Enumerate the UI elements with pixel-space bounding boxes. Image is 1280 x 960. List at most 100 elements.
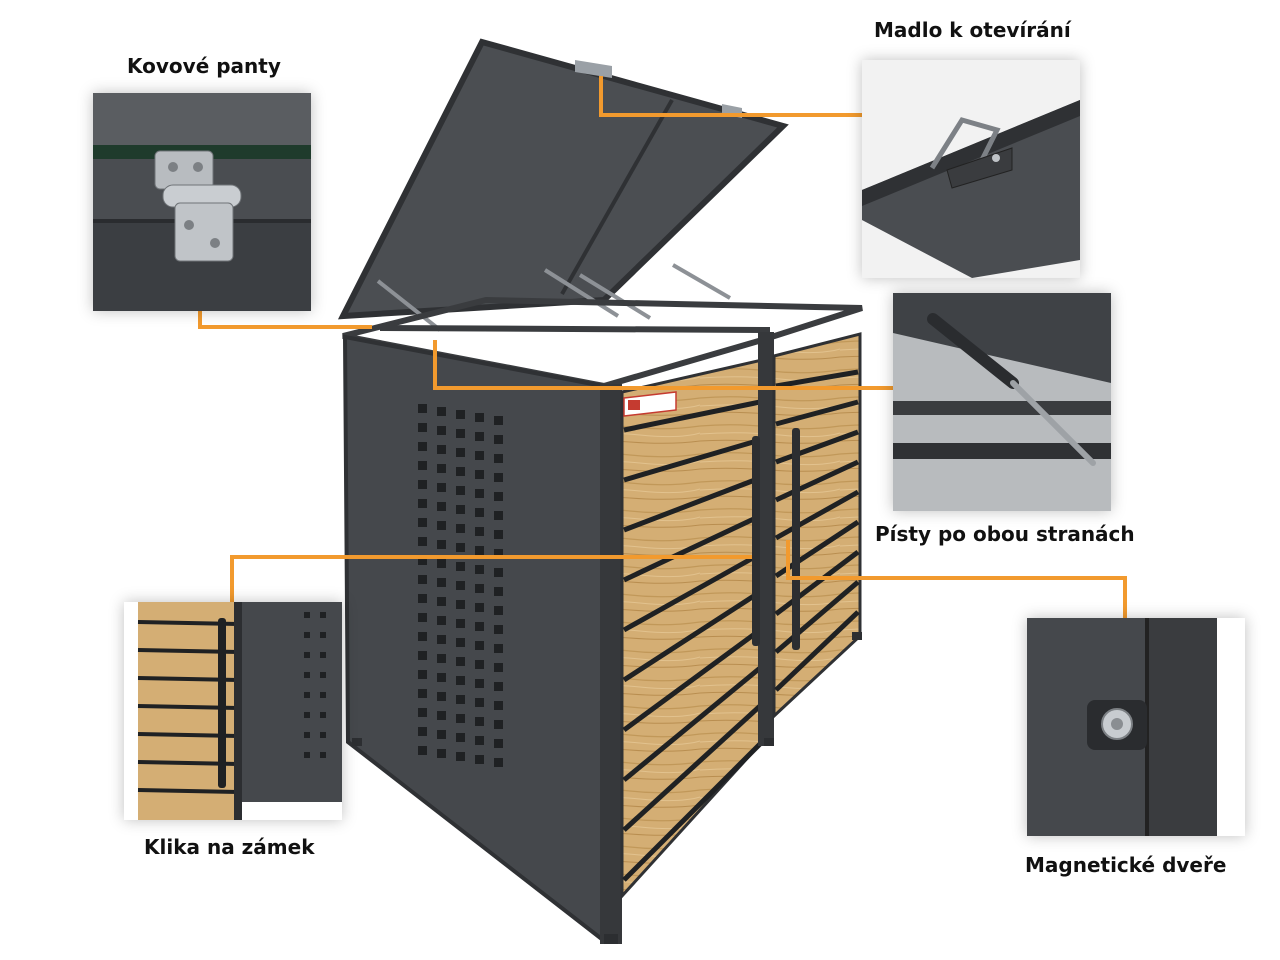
perforation-hole (494, 454, 503, 463)
inset-handle (862, 60, 1080, 278)
perforation-hole (418, 651, 427, 660)
inset-hinges (93, 93, 311, 311)
perforation-hole (456, 695, 465, 704)
perforation-hole (494, 720, 503, 729)
door-slat-gap (774, 459, 860, 503)
perforation-hole (437, 483, 446, 492)
label-hinges: Kovové panty (127, 54, 281, 78)
perforation-hole (456, 752, 465, 761)
perforation-hole (475, 489, 484, 498)
perforation-hole (475, 698, 484, 707)
lock-handle-icon (218, 618, 226, 788)
perforation-hole (456, 410, 465, 419)
perforation-hole (494, 568, 503, 577)
left-door-slats (622, 399, 762, 882)
inset-pistons (893, 293, 1111, 511)
perforation-hole (456, 486, 465, 495)
perforation-hole (437, 692, 446, 701)
perforation-hole (494, 758, 503, 767)
handle-icon (929, 117, 1013, 189)
right-door-slats (774, 369, 860, 692)
perforation-hole (418, 727, 427, 736)
perforation-hole (418, 670, 427, 679)
perforation-hole (456, 429, 465, 438)
front-corner-post (600, 384, 622, 944)
perforation-hole (494, 473, 503, 482)
perforation-hole (475, 470, 484, 479)
perforation-hole (437, 673, 446, 682)
perforation-hole (456, 505, 465, 514)
door-handle-left (752, 436, 760, 646)
door-slat-gap (622, 666, 762, 782)
perforation-hole (437, 559, 446, 568)
label-pistons: Písty po obou stranách (875, 522, 1135, 546)
perforation-hole (437, 597, 446, 606)
perforation-hole (494, 530, 503, 539)
door-slat-gap (774, 610, 860, 692)
door-slat-gap (774, 489, 860, 541)
perforation-hole (418, 423, 427, 432)
right-door (772, 332, 862, 720)
perforation-hole (437, 445, 446, 454)
side-panel-perforation (418, 404, 503, 767)
perforation-hole (418, 556, 427, 565)
perforation-hole (456, 543, 465, 552)
perforation-hole (418, 499, 427, 508)
door-slat-gap (623, 475, 761, 533)
perforation-hole (418, 708, 427, 717)
perforation-hole (475, 660, 484, 669)
perforation-hole (437, 749, 446, 758)
middle-post (758, 332, 774, 746)
perforation-hole (456, 638, 465, 647)
perforation-hole (494, 663, 503, 672)
perforation-hole (494, 701, 503, 710)
perforation-hole (418, 461, 427, 470)
hinge-icon (154, 150, 242, 262)
leader-handle (599, 76, 943, 117)
door-slat-gap (622, 704, 762, 832)
perforation-hole (437, 616, 446, 625)
perforation-hole (456, 714, 465, 723)
perforation-hole (494, 625, 503, 634)
perforation-hole (475, 451, 484, 460)
perforation-hole (494, 416, 503, 425)
door-slat-gap (775, 399, 859, 427)
gas-piston-icon (927, 313, 1096, 466)
perforation-hole (475, 527, 484, 536)
gas-pistons (376, 263, 732, 332)
perforation-hole (475, 717, 484, 726)
perforation-hole (475, 508, 484, 517)
perforation-hole (418, 689, 427, 698)
door-slat-gap (622, 513, 762, 583)
door-slat-gap (623, 399, 761, 433)
perforation-hole (456, 676, 465, 685)
door-slat-gap (622, 627, 762, 733)
perforation-hole (494, 511, 503, 520)
perforation-hole (437, 711, 446, 720)
perforation-hole (437, 730, 446, 739)
label-handle: Madlo k otevírání (874, 18, 1071, 42)
door-slat-gap (622, 551, 762, 633)
perforation-hole (437, 540, 446, 549)
side-panel (342, 334, 605, 945)
perforation-hole (418, 442, 427, 451)
door-slat-gap (774, 580, 860, 654)
perforation-hole (475, 584, 484, 593)
door-slat-gap (775, 429, 859, 465)
inset-magnetic-doors (1027, 618, 1245, 836)
perforation-hole (437, 407, 446, 416)
perforation-hole (418, 404, 427, 413)
perforation-hole (437, 521, 446, 530)
feet (352, 632, 862, 944)
perforation-hole (418, 613, 427, 622)
label-lock-handle: Klika na zámek (144, 835, 315, 859)
perforation-hole (456, 448, 465, 457)
perforation-hole (437, 464, 446, 473)
leader-pistons (433, 340, 910, 390)
inset-lock-handle (124, 602, 342, 820)
perforation-hole (456, 467, 465, 476)
perforation-hole (494, 492, 503, 501)
perforation-hole (418, 632, 427, 641)
door-slat-gap (623, 437, 761, 483)
